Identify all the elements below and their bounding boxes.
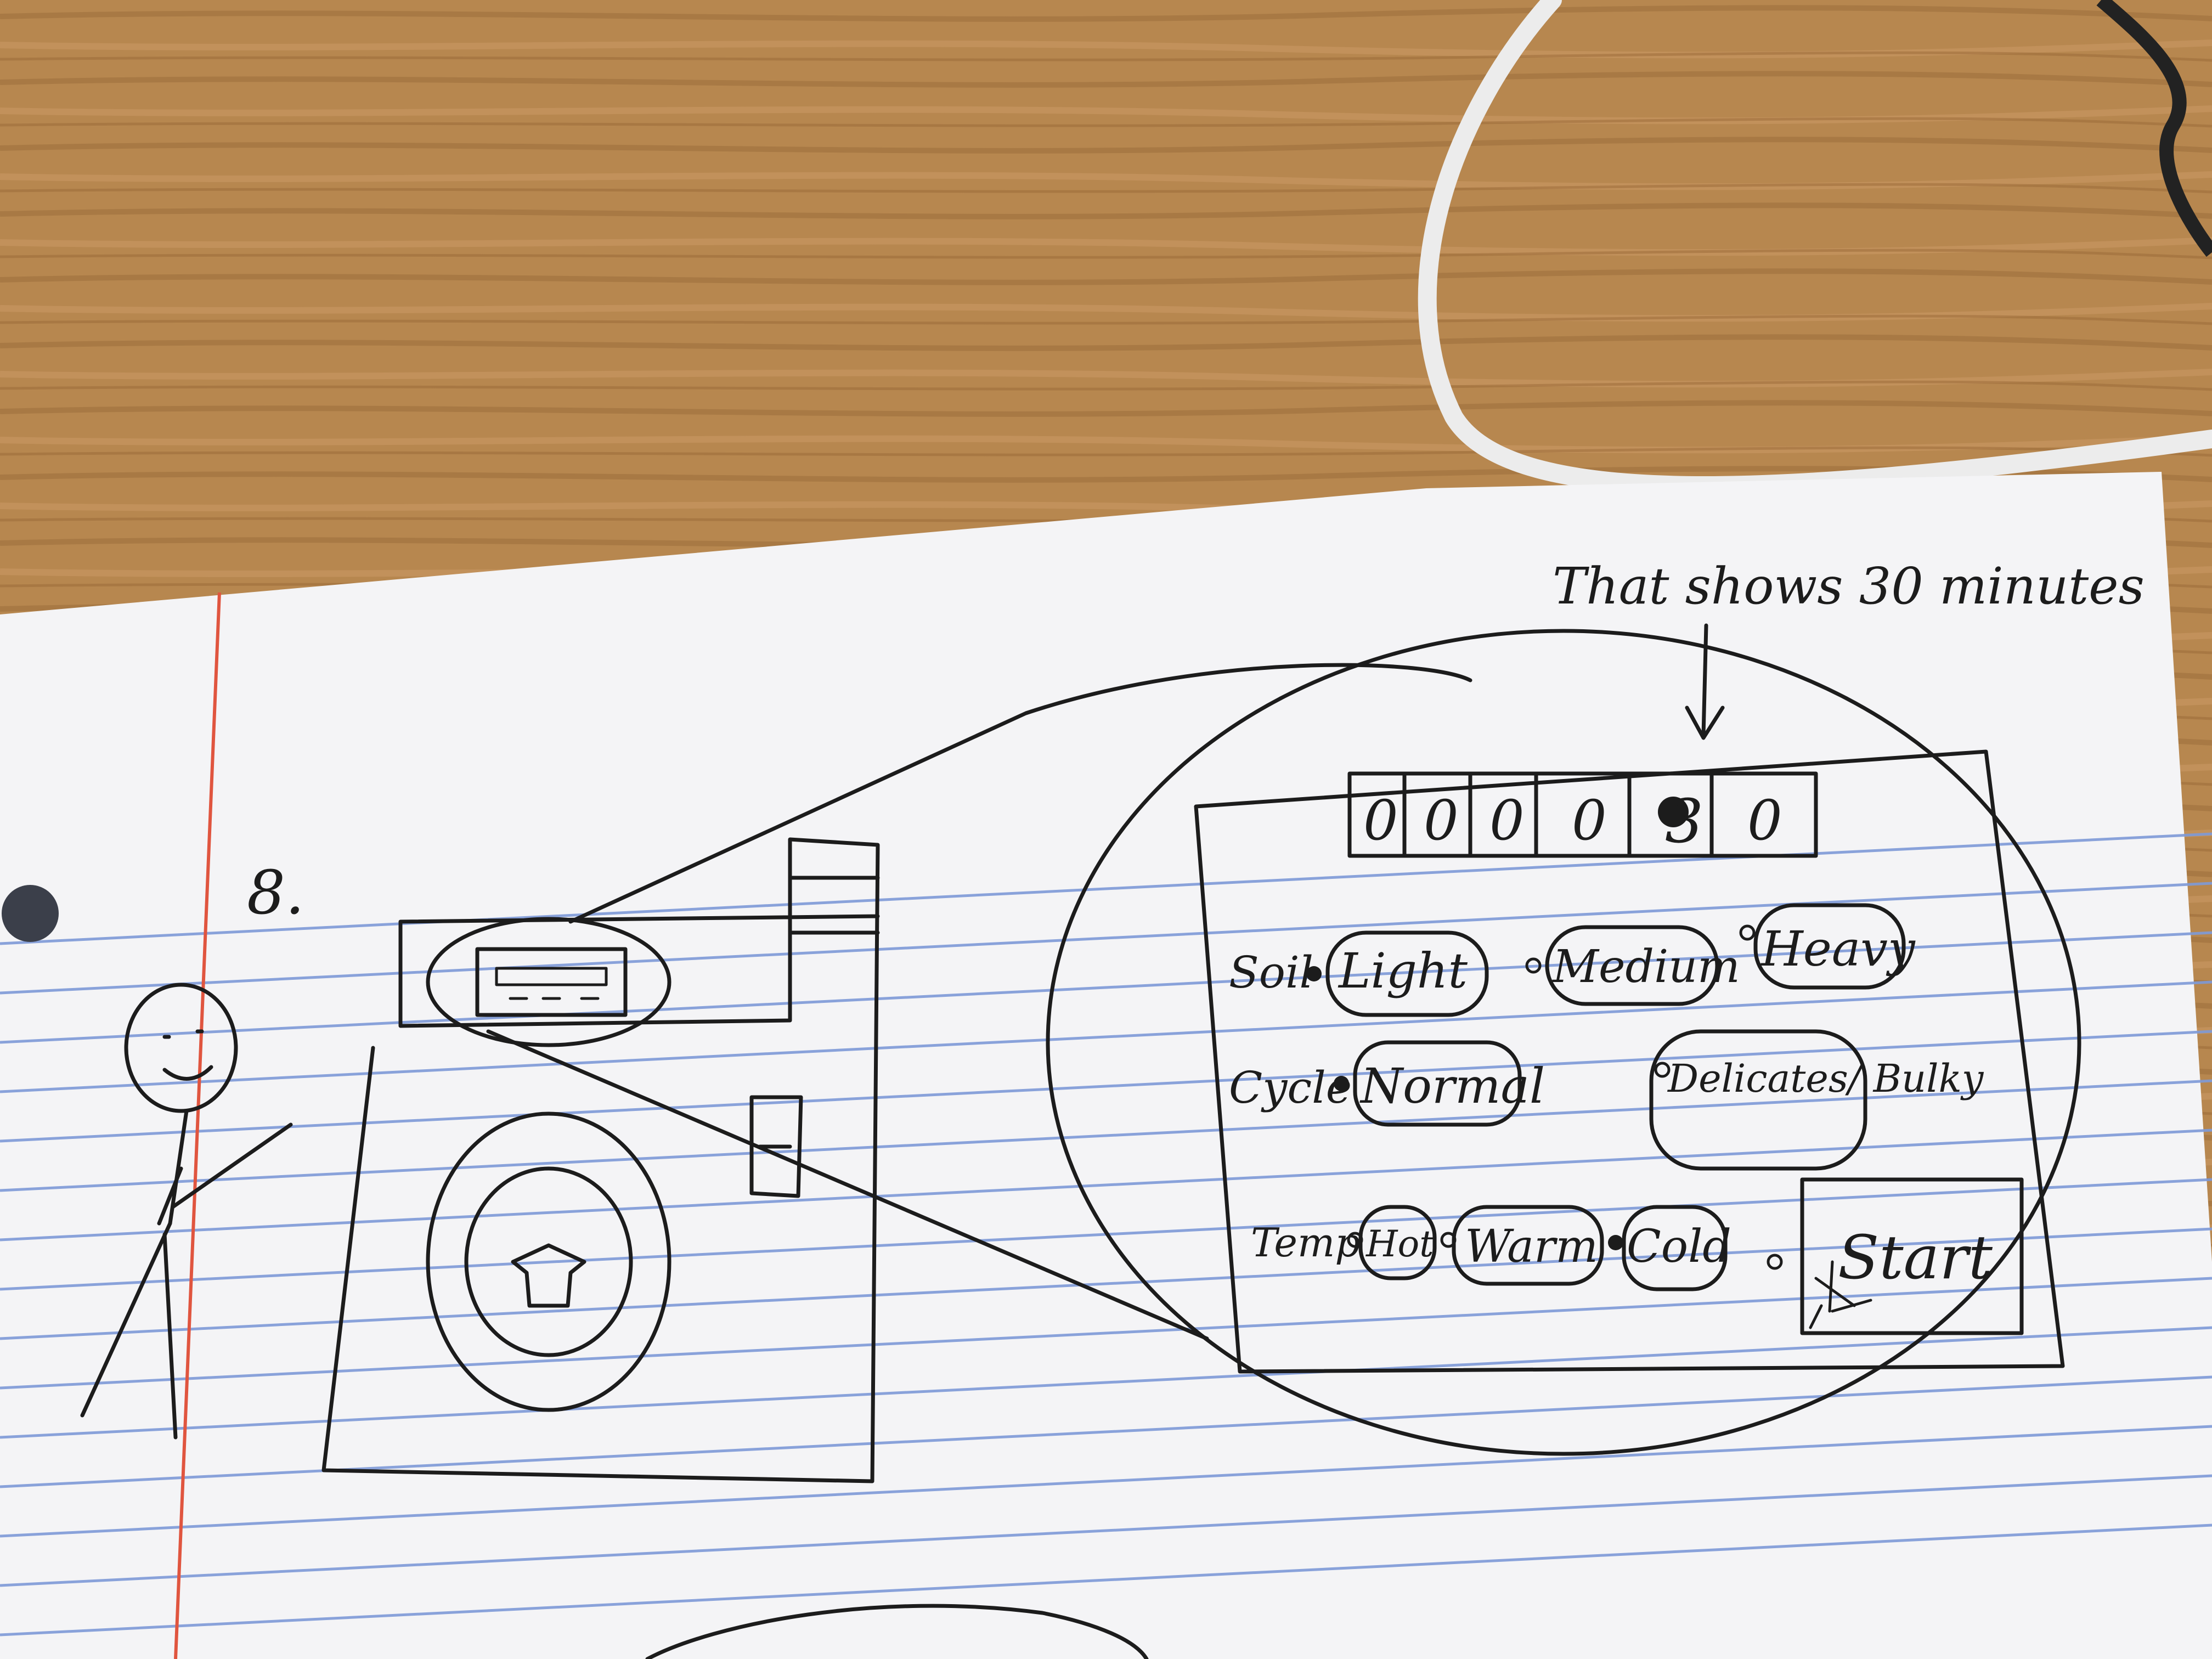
black-cable: [2096, 0, 2212, 257]
next-sketch-partial: [645, 1604, 1149, 1659]
soil-option-label: Heavy: [1760, 921, 1916, 977]
temp-option-label: Cold: [1627, 1221, 1731, 1273]
binder-hole: [2, 885, 59, 942]
soil-label: Soil: [1229, 947, 1313, 998]
temp-label: Temp: [1251, 1220, 1360, 1266]
timer-digit: 3: [1665, 786, 1703, 856]
soil-option-heavy[interactable]: Heavy: [1739, 903, 1916, 990]
temp-option-label: Warm: [1465, 1221, 1598, 1273]
temp-option-warm[interactable]: Warm: [1440, 1205, 1604, 1286]
zoom-lines: [486, 663, 1472, 1341]
temp-option-cold[interactable]: Cold: [1608, 1205, 1731, 1291]
stick-figure: [80, 983, 293, 1440]
timer-digit: 0: [1572, 788, 1607, 853]
start-button-label: Start: [1838, 1222, 1993, 1293]
start-button[interactable]: Start: [1800, 1177, 2024, 1335]
radio-empty-icon: [1654, 1062, 1671, 1078]
white-cable: [1418, 0, 2212, 495]
temp-option-hot[interactable]: Hot: [1347, 1205, 1437, 1280]
radio-empty-icon: [1739, 924, 1756, 941]
timer-digit: 0: [1363, 788, 1398, 853]
soil-option-label: Medium: [1551, 941, 1740, 993]
sketch-number: 8.: [247, 857, 304, 928]
control-panel: [1194, 749, 2065, 1374]
radio-selected-icon: [1306, 966, 1322, 981]
timer-display: 0 0 0 0 3 0: [1347, 771, 1818, 858]
tap-cursor-icon: [1809, 1260, 1872, 1329]
radio-selected-icon: [1334, 1076, 1349, 1091]
cycle-option-normal[interactable]: Normal: [1334, 1040, 1545, 1127]
notebook-paper: [0, 472, 2212, 1659]
temp-option-label: Hot: [1365, 1223, 1434, 1265]
start-indicator-icon: [1767, 1254, 1783, 1270]
mini-control-panel: [426, 917, 672, 1047]
timer-digit: 0: [1747, 788, 1782, 853]
radio-empty-icon: [1525, 957, 1542, 974]
soil-option-light[interactable]: Light: [1306, 930, 1489, 1017]
cycle-option-delicates-bulky[interactable]: Delicates/ Bulky: [1649, 1029, 1984, 1171]
margin-line: [174, 592, 221, 1659]
soil-option-medium[interactable]: Medium: [1525, 925, 1740, 1006]
washing-machine: [321, 837, 880, 1483]
zoom-circle: [1046, 629, 2081, 1456]
cycle-label: Cycle: [1229, 1062, 1352, 1113]
cycle-option-label: Delicates/ Bulky: [1667, 1056, 1984, 1101]
callout-text: That shows 30 minutes: [1553, 557, 2145, 616]
radio-selected-icon: [1608, 1235, 1623, 1250]
callout-arrow: [1685, 623, 1725, 740]
cycle-option-label: Normal: [1359, 1058, 1545, 1114]
timer-digit: 0: [1424, 788, 1459, 853]
timer-indicator-dot: [1658, 797, 1689, 827]
soil-option-label: Light: [1338, 943, 1468, 999]
timer-digit: 0: [1489, 788, 1525, 853]
